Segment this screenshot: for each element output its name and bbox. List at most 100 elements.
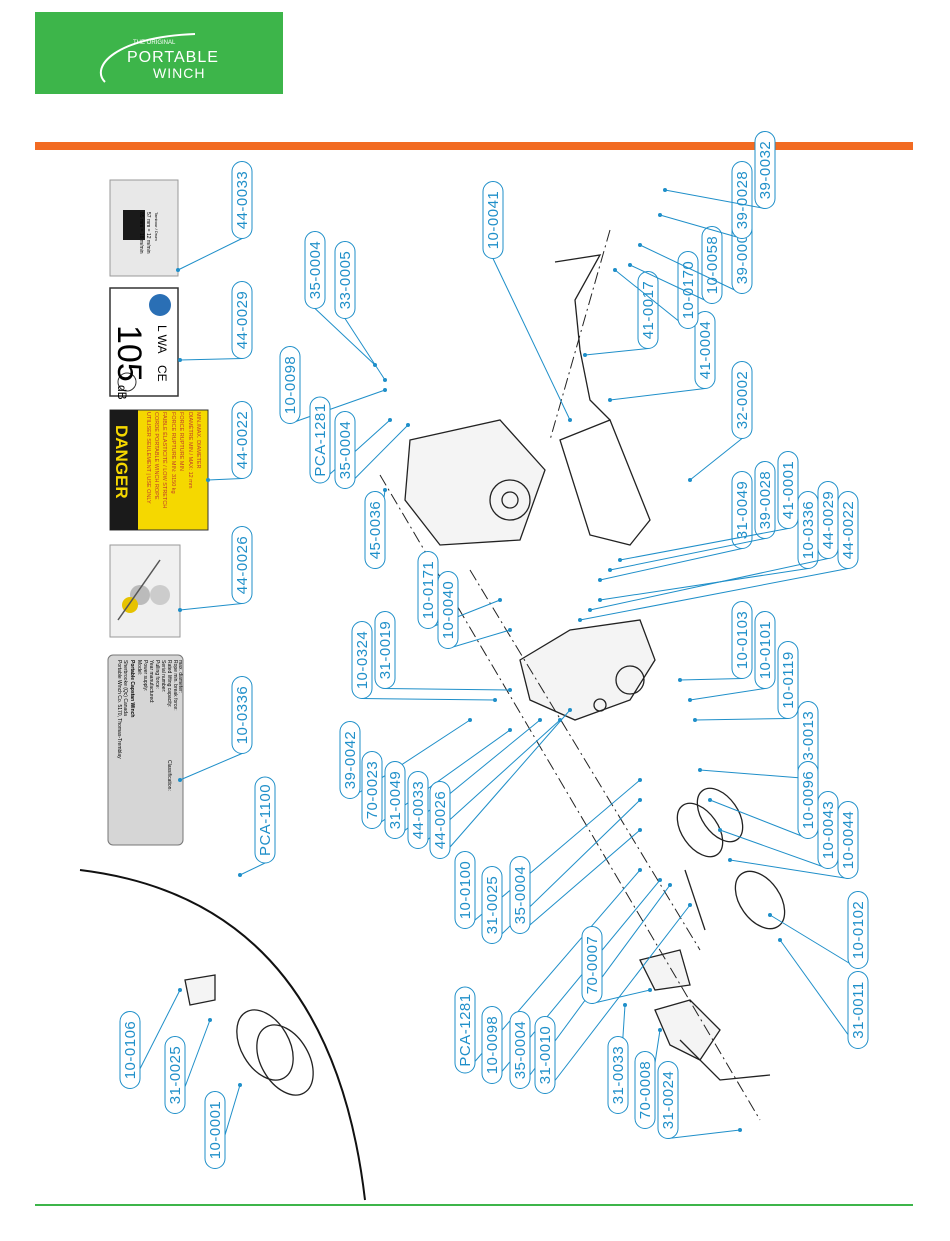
part-callout: 44-0029 — [231, 281, 253, 359]
part-number: 31-0049 — [734, 481, 751, 540]
callout-leader — [779, 939, 859, 1049]
drum-label-title: Tambour / Drum — [154, 212, 159, 241]
part-callout: 31-0019 — [374, 611, 396, 689]
part-number: 31-0025 — [167, 1046, 184, 1105]
detail-bracket — [184, 974, 216, 1006]
part-callout: PCA-1100 — [254, 776, 276, 864]
part-number: 45-0036 — [367, 501, 384, 560]
callout-leader — [609, 538, 766, 571]
callout-bubble — [279, 346, 301, 424]
detail-view-circle — [79, 869, 366, 1201]
danger-label-line-5: FORCE RUPTURE MIN — [178, 412, 184, 471]
callout-leader — [659, 214, 743, 239]
part-number: 10-0101 — [757, 621, 774, 680]
callout-arrowhead — [638, 243, 642, 247]
callout-arrowhead — [613, 268, 617, 272]
callout-leader — [729, 859, 849, 879]
callout-leader — [544, 904, 691, 1094]
part-callout: 10-0100 — [454, 851, 476, 929]
part-callout: 10-0040 — [437, 571, 459, 649]
engine-flywheel — [489, 479, 531, 521]
callout-leader — [207, 478, 243, 481]
callout-arrowhead — [176, 268, 180, 272]
callout-arrowhead — [588, 608, 592, 612]
callout-arrowhead — [778, 938, 782, 942]
callout-arrowhead — [383, 378, 387, 382]
part-callout: 44-0022 — [231, 401, 253, 479]
danger-label-title: DANGER — [112, 425, 131, 499]
part-number: 70-0023 — [364, 761, 381, 820]
callout-bubble — [731, 471, 753, 549]
callout-arrowhead — [768, 913, 772, 917]
callout-arrowhead — [383, 388, 387, 392]
callout-bubble — [509, 856, 531, 934]
part-number: 31-0019 — [377, 621, 394, 680]
callout-leader — [694, 718, 789, 721]
callout-bubble — [231, 401, 253, 479]
callout-bubble — [254, 776, 276, 864]
callout-arrowhead — [658, 213, 662, 217]
callout-arrowhead — [688, 478, 692, 482]
drum-speed-label: Tambour / Drum 57 mm = 12 m/min 85 mm = … — [109, 179, 179, 277]
noise-label-ce: CE — [155, 365, 169, 382]
callout-bubble — [454, 851, 476, 929]
callout-arrowhead — [698, 768, 702, 772]
part-callout: 31-0025 — [164, 1036, 186, 1114]
part-number: 10-0119 — [780, 651, 797, 708]
part-number: 10-0106 — [122, 1021, 139, 1080]
callout-bubble — [231, 676, 253, 754]
nameplate-line-4: Model: — [136, 660, 142, 675]
part-number: 44-0026 — [432, 791, 449, 850]
part-number: 31-0025 — [484, 876, 501, 935]
noise-label-unit: dB — [115, 385, 129, 400]
callout-arrowhead — [688, 698, 692, 702]
callout-leader — [584, 348, 649, 356]
callout-bubble — [509, 1011, 531, 1089]
callout-arrowhead — [623, 1003, 627, 1007]
engine-body — [404, 419, 546, 546]
callout-bubble — [304, 231, 326, 309]
callout-bubble — [374, 611, 396, 689]
part-callout: PCA-1281 — [454, 986, 476, 1074]
part-number: 41-0017 — [640, 281, 657, 340]
callout-arrowhead — [468, 718, 472, 722]
nameplate-line-7: Pulling force: — [154, 660, 160, 689]
part-callout: 10-0119 — [777, 641, 799, 719]
callout-arrowhead — [638, 828, 642, 832]
detail-drum — [236, 1009, 294, 1081]
part-callout: 39-0028 — [731, 161, 753, 239]
part-callout: 10-0101 — [754, 611, 776, 689]
callout-arrowhead — [663, 188, 667, 192]
gear-housing — [519, 619, 656, 721]
callout-arrowhead — [206, 478, 210, 482]
callout-bubble — [481, 866, 503, 944]
footer-divider — [35, 1204, 913, 1206]
part-number: 35-0004 — [307, 241, 324, 300]
part-number: 10-0001 — [207, 1101, 224, 1160]
part-callout: 10-0106 — [119, 1011, 141, 1089]
part-callout: 43-0013 — [797, 701, 819, 779]
callout-bubble — [231, 281, 253, 359]
cover-plate — [559, 419, 651, 546]
callout-bubble — [204, 1091, 226, 1169]
part-number: 10-0098 — [484, 1016, 501, 1075]
part-number: 31-0010 — [537, 1026, 554, 1085]
callout-arrowhead — [688, 903, 692, 907]
callout-leader — [239, 862, 266, 876]
part-callout: 10-0170 — [677, 251, 699, 329]
part-number: 31-0011 — [850, 981, 867, 1038]
callout-arrowhead — [708, 798, 712, 802]
danger-label-line-4: FORCE RUPTURE MIN: 3150 kg — [170, 412, 176, 494]
callout-bubble — [437, 571, 459, 649]
callout-leader — [179, 358, 243, 361]
part-callout: 10-0336 — [231, 676, 253, 754]
callout-bubble — [351, 621, 373, 699]
noise-label-value: 105 — [110, 325, 148, 382]
callout-bubble — [231, 526, 253, 604]
callout-bubble — [361, 751, 383, 829]
callout-arrowhead — [568, 708, 572, 712]
part-callout: 44-0022 — [837, 491, 859, 569]
callout-bubble — [481, 1006, 503, 1084]
callout-leader — [679, 678, 743, 681]
operation-diagram-label — [109, 544, 181, 638]
